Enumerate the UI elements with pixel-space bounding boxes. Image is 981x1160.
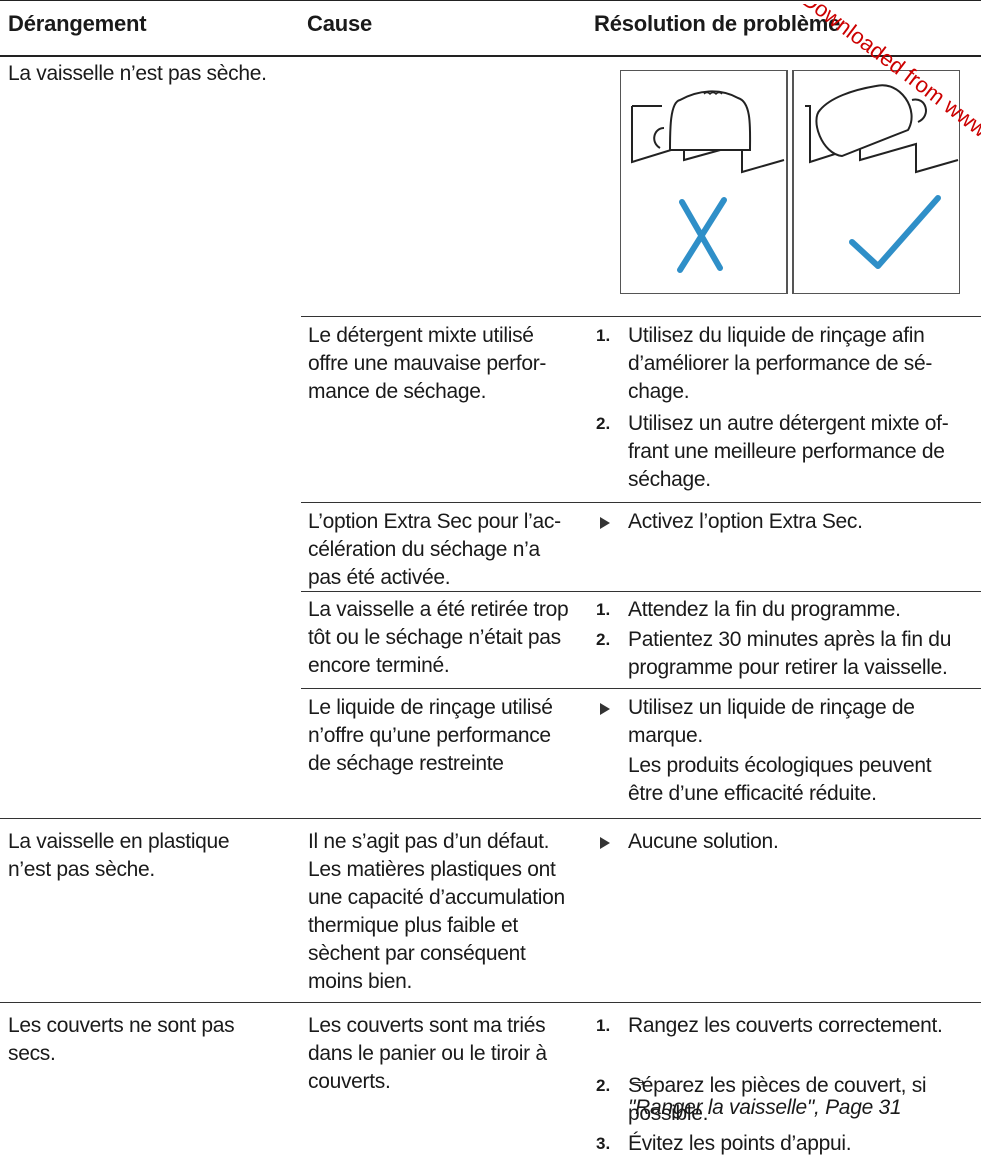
cause-removed-too-early: La vaisselle a été retirée trop tôt ou l… [308, 598, 569, 677]
solution-brand-rinse-aid: Utilisez un liquide de rinçage de marque… [628, 696, 915, 747]
bullet-arrow-icon [600, 703, 610, 715]
cross-icon [677, 197, 727, 273]
step-number: 2. [596, 1076, 611, 1095]
cause-mixed-detergent: Le détergent mixte utilisé offre une mau… [308, 324, 547, 403]
solution-wait-end: Attendez la fin du programme. [628, 598, 901, 621]
step-number: 1. [596, 600, 611, 619]
step-number: 3. [596, 1134, 611, 1153]
solution-separate-cutlery: Séparez les pièces de couvert, si possib… [628, 1074, 927, 1125]
header-cause: Cause [307, 11, 373, 36]
solution-other-detergent: Utilisez un autre détergent mixte of- fr… [628, 412, 949, 491]
row-divider [301, 502, 981, 503]
row-divider [301, 316, 981, 317]
placement-illustration [619, 69, 961, 295]
cross-reference[interactable]: → "Ranger la vaisselle", Page 31 [628, 1038, 902, 1122]
reference-link[interactable]: "Ranger la vaisselle", Page 31 [628, 1096, 902, 1119]
solution-note-eco: Les produits écologiques peuvent être d’… [628, 754, 932, 805]
arrow-right-icon: → [628, 1068, 649, 1091]
cup-tilted-illustration [805, 84, 959, 174]
cause-extra-dry-off: L’option Extra Sec pour l’ac- célération… [308, 510, 561, 589]
solution-activate-extra-dry: Activez l’option Extra Sec. [628, 510, 863, 533]
fault-cutlery-not-dry: Les couverts ne sont pas secs. [8, 1014, 235, 1065]
solution-none: Aucune solution. [628, 830, 779, 853]
cause-cutlery-badly-sorted: Les couverts sont ma triés dans le panie… [308, 1014, 547, 1093]
fault-dishes-not-dry: La vaisselle n’est pas sèche. [8, 62, 267, 85]
step-number: 2. [596, 414, 611, 433]
illustration-svg [619, 69, 961, 295]
step-number: 1. [596, 326, 611, 345]
row-divider [301, 688, 981, 689]
fault-plastic-not-dry: La vaisselle en plastique n’est pas sèch… [8, 830, 230, 881]
header-solution: Résolution de problème [594, 11, 841, 36]
cause-rinse-aid-weak: Le liquide de rinçage utilisé n’offre qu… [308, 696, 553, 775]
solution-avoid-contact-points: Évitez les points d’appui. [628, 1132, 852, 1155]
row-divider [301, 591, 981, 592]
step-number: 1. [596, 1016, 611, 1035]
cause-not-a-defect: Il ne s’agit pas d’un défaut. Les matièr… [308, 830, 565, 993]
header-fault: Dérangement [8, 11, 147, 36]
cup-upright-illustration [631, 90, 785, 174]
row-divider [0, 1002, 981, 1003]
table-header: Dérangement Cause Résolution de problème [0, 0, 981, 57]
bullet-arrow-icon [600, 517, 610, 529]
row-divider [0, 818, 981, 819]
solution-wait-30-min: Patientez 30 minutes après la fin du pro… [628, 628, 952, 679]
solution-arrange-cutlery: Rangez les couverts correctement. [628, 1014, 943, 1037]
step-number: 2. [596, 630, 611, 649]
bullet-arrow-icon [600, 837, 610, 849]
solution-rinse-aid: Utilisez du liquide de rinçage afin d’am… [628, 324, 933, 403]
checkmark-icon [849, 195, 941, 269]
